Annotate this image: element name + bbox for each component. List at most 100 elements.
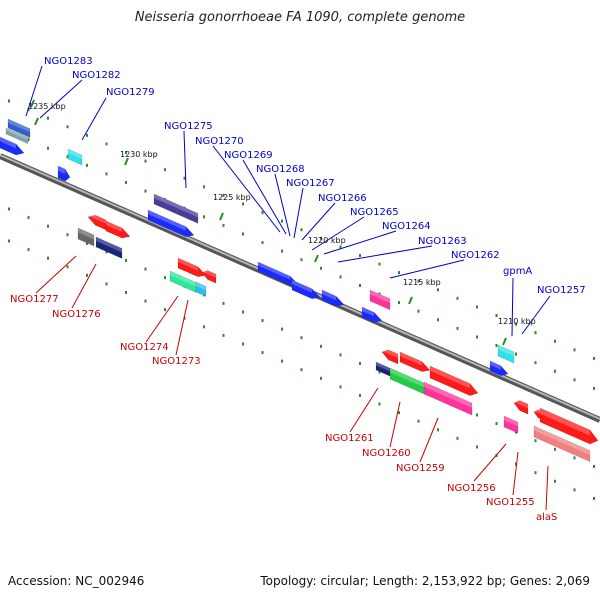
forward-leader-line xyxy=(323,230,397,255)
tick-mark xyxy=(300,336,303,340)
forward-leader-line xyxy=(511,277,514,337)
tick-mark xyxy=(47,224,49,228)
gene-alas-a xyxy=(539,407,599,445)
tick-mark xyxy=(125,259,127,262)
tick-mark xyxy=(573,488,576,492)
gene-label-gpma: gpmA xyxy=(503,266,532,277)
tick-mark xyxy=(144,299,147,303)
gene-label-ngo1261: NGO1261 xyxy=(325,433,374,444)
reverse-leader-line xyxy=(545,465,549,511)
gene-label-ngo1263: NGO1263 xyxy=(418,236,467,247)
gene-ngo1256-shine xyxy=(504,416,518,427)
tick-mark xyxy=(437,288,439,292)
tick-mark xyxy=(125,151,127,154)
gene-label-ngo1270: NGO1270 xyxy=(195,136,244,147)
gene-ngo1273-shine xyxy=(196,282,206,291)
gene-label-ngo1268: NGO1268 xyxy=(256,164,305,175)
gene-ngo1276 xyxy=(95,236,123,259)
gene-label-ngo1256: NGO1256 xyxy=(447,483,496,494)
tick-mark xyxy=(339,385,342,389)
tick-mark xyxy=(476,335,478,339)
tick-mark xyxy=(8,207,10,211)
label-leader-lines xyxy=(25,65,551,511)
tick-mark xyxy=(593,356,595,360)
tick-mark xyxy=(203,185,205,189)
tick-mark xyxy=(47,256,49,260)
tick-mark xyxy=(398,271,400,275)
tick-mark xyxy=(222,301,225,305)
tick-mark xyxy=(378,262,381,266)
gene-ngo1261-a-shine xyxy=(382,347,398,359)
gene-label-ngo1273: NGO1273 xyxy=(152,356,201,367)
gene-ngo1264-shine xyxy=(322,290,336,301)
gene-gpma xyxy=(497,344,515,364)
tick-mark xyxy=(476,305,478,309)
reverse-leader-line xyxy=(71,263,97,309)
tick-marks xyxy=(8,99,595,500)
gene-alas xyxy=(533,425,591,463)
reverse-leader-line xyxy=(349,387,379,433)
major-tick xyxy=(30,99,35,108)
tick-mark xyxy=(222,193,225,197)
reverse-leader-line xyxy=(175,299,189,356)
gene-ngo1277 xyxy=(77,227,95,247)
forward-leader-line xyxy=(25,65,43,117)
tick-mark xyxy=(554,447,556,451)
tick-mark xyxy=(8,239,10,243)
reverse-gene-labels: NGO1277 NGO1276 NGO1274 NGO1273 NGO1261 … xyxy=(10,294,557,523)
gene-ngo1261-shine xyxy=(376,362,392,373)
tick-mark xyxy=(144,267,147,271)
tick-mark xyxy=(222,223,225,227)
gene-ngo1259-a xyxy=(429,365,479,396)
tick-mark xyxy=(242,310,244,314)
forward-leader-line xyxy=(301,202,336,241)
tick-mark xyxy=(86,241,88,245)
gene-label-ngo1262: NGO1262 xyxy=(451,250,500,261)
reverse-leader-line xyxy=(512,451,519,496)
tick-mark xyxy=(105,250,108,254)
gene-ngo1257 xyxy=(489,360,509,377)
tick-mark xyxy=(573,378,576,382)
gene-ngo1279 xyxy=(67,148,83,166)
tick-mark xyxy=(47,116,49,120)
gene-ngo1259 xyxy=(423,381,473,416)
tick-mark xyxy=(47,146,49,150)
tick-mark xyxy=(359,283,361,287)
tick-mark xyxy=(495,344,498,348)
forward-leader-line xyxy=(183,130,187,189)
tick-mark xyxy=(515,352,517,356)
forward-leader-line xyxy=(337,245,433,263)
gene-ngo1282-band xyxy=(5,127,29,145)
tick-mark xyxy=(300,258,303,262)
tick-mark xyxy=(144,189,147,193)
gene-features xyxy=(0,118,599,463)
gene-forward-a-shine xyxy=(0,137,16,149)
tick-mark xyxy=(164,308,166,312)
tick-mark xyxy=(261,211,264,215)
tick-mark xyxy=(456,436,459,440)
forward-leader-line xyxy=(39,79,83,119)
scale-labels: 1235 kbp 1230 kbp 1225 kbp 1220 kbp 1215… xyxy=(28,102,536,326)
tick-mark xyxy=(86,273,88,277)
major-tick xyxy=(34,117,39,126)
tick-mark xyxy=(66,155,69,159)
tick-mark xyxy=(261,351,264,355)
tick-mark xyxy=(437,428,439,432)
gene-ngo1277-shine xyxy=(78,228,94,240)
tick-mark xyxy=(554,369,556,373)
gene-forward-b xyxy=(57,165,71,182)
tick-mark xyxy=(300,228,303,232)
gene-ngo1283 xyxy=(7,118,31,139)
major-tick xyxy=(314,254,319,263)
forward-leader-line xyxy=(521,295,551,335)
gene-label-ngo1260: NGO1260 xyxy=(362,448,411,459)
tick-mark xyxy=(66,233,69,237)
tick-mark xyxy=(339,245,342,249)
gene-ngo1266 xyxy=(291,279,321,300)
tick-mark xyxy=(476,413,478,417)
major-tick xyxy=(124,157,129,166)
gene-label-ngo1283: NGO1283 xyxy=(44,56,93,67)
gene-ngo1277-a-shine xyxy=(88,212,106,224)
gene-label-ngo1255: NGO1255 xyxy=(486,497,535,508)
reverse-leader-line xyxy=(473,443,507,482)
